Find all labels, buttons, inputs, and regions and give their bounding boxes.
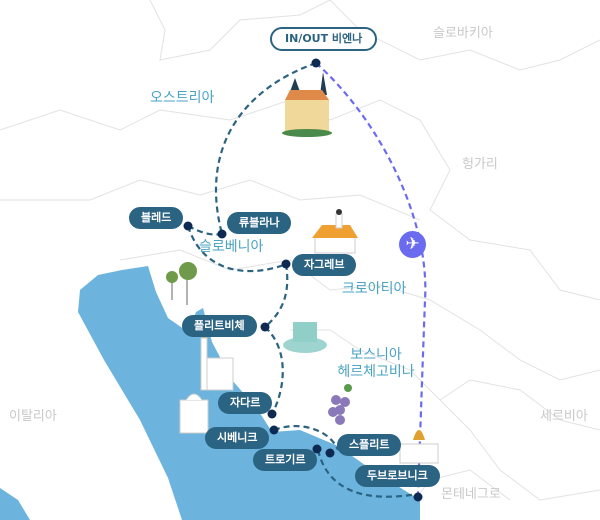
dubrovnik-building-icon bbox=[399, 430, 439, 464]
country-label-serbia: 세르비아 bbox=[540, 409, 588, 424]
zadar-cathedral-icon bbox=[200, 325, 234, 391]
stop-zagreb[interactable]: 자그레브 bbox=[292, 254, 357, 276]
stop-split[interactable]: 스플리트 bbox=[337, 434, 402, 456]
trees-icon bbox=[166, 262, 197, 305]
bosnia-line2: 헤르체고비나 bbox=[337, 364, 415, 380]
stop-zadar[interactable]: 자다르 bbox=[218, 392, 273, 414]
stop-trogir[interactable]: 트로기르 bbox=[253, 449, 318, 471]
stop-dubrovnik[interactable]: 두브로브니크 bbox=[355, 465, 440, 487]
country-label-hungary: 헝가리 bbox=[462, 157, 498, 172]
sibenik-cathedral-icon bbox=[179, 393, 209, 434]
country-label-slovenia: 슬로베니아 bbox=[199, 239, 264, 255]
country-label-slovakia: 슬로바키아 bbox=[433, 26, 493, 41]
zagreb-church-icon bbox=[312, 209, 358, 254]
airplane-icon: ✈ bbox=[399, 231, 426, 258]
waterfall-icon bbox=[283, 322, 327, 353]
stop-plitvice[interactable]: 플리트비체 bbox=[182, 315, 257, 337]
stop-ljubljana[interactable]: 류블라나 bbox=[227, 212, 292, 234]
grapes-icon bbox=[328, 384, 352, 425]
country-label-croatia: 크로아티아 bbox=[342, 281, 407, 297]
country-label-montenegro: 몬테네그로 bbox=[441, 487, 501, 502]
stop-bled[interactable]: 블레드 bbox=[129, 207, 184, 229]
country-label-austria: 오스트리아 bbox=[150, 90, 215, 106]
bosnia-line1: 보스니아 bbox=[350, 347, 402, 363]
country-label-bosnia: 보스니아 헤르체고비나 bbox=[336, 347, 416, 381]
adriatic-sea bbox=[78, 266, 420, 520]
route-dots bbox=[183, 58, 423, 502]
inout-vienna-badge: IN/OUT 비엔나 bbox=[270, 27, 378, 51]
flight-route bbox=[315, 62, 427, 495]
vienna-castle-icon bbox=[282, 72, 332, 137]
country-label-italy: 이탈리아 bbox=[9, 409, 57, 424]
stop-sibenik[interactable]: 시베니크 bbox=[205, 427, 270, 449]
